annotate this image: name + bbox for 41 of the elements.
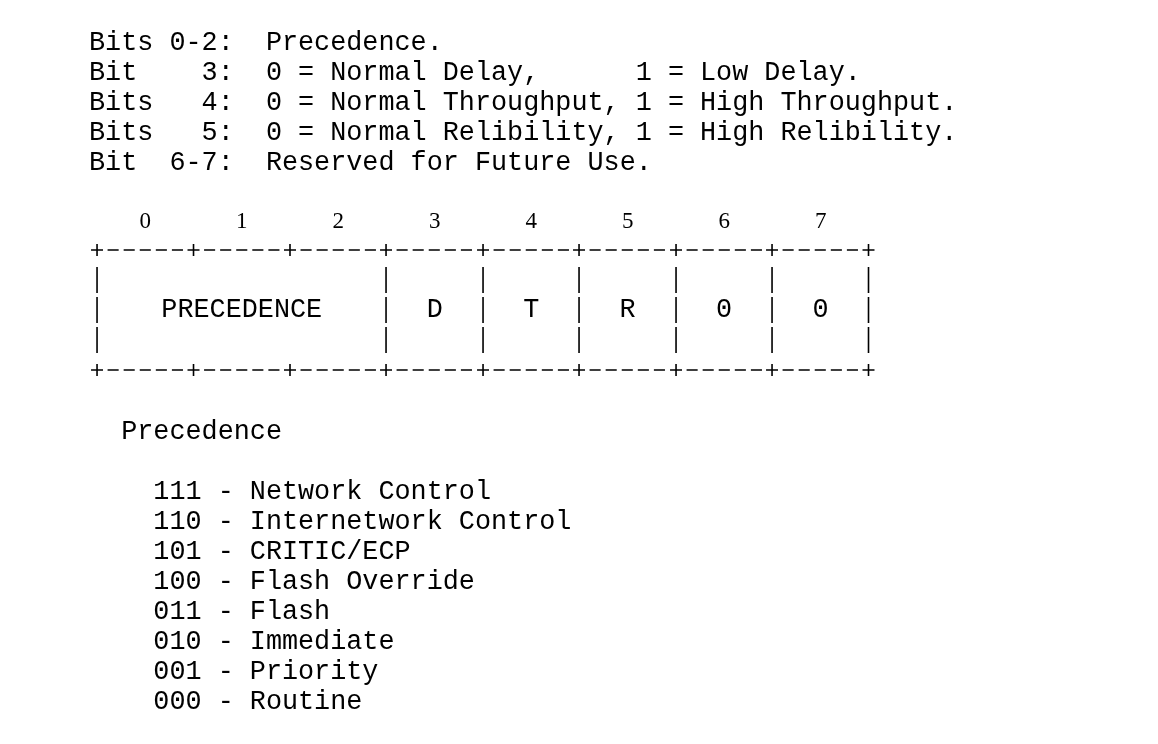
field-label: D xyxy=(426,295,443,325)
section-heading: Precedence xyxy=(121,417,282,447)
bit-range: 5: xyxy=(201,118,234,148)
bits-label: Bit xyxy=(89,148,138,178)
field-description: 0 = Normal Relibility, xyxy=(265,118,620,148)
bits-label: Bit xyxy=(89,58,138,88)
precedence-value: 100 - Flash Override xyxy=(153,567,475,597)
bit-number: 0 xyxy=(139,207,151,235)
precedence-value: 011 - Flash xyxy=(153,597,331,627)
bit-range: 3: xyxy=(201,58,234,88)
bits-label: Bits xyxy=(89,28,154,58)
precedence-value: 101 - CRITIC/ECP xyxy=(153,537,411,567)
field-description: Reserved for Future Use. xyxy=(265,148,652,178)
bit-number: 2 xyxy=(332,207,344,235)
bit-number: 4 xyxy=(525,207,537,235)
field-label: T xyxy=(523,295,540,325)
precedence-value: 010 - Immediate xyxy=(153,627,395,657)
bit-range: 4: xyxy=(201,88,234,118)
bit-number: 3 xyxy=(428,207,441,235)
field-description: Precedence. xyxy=(265,28,443,58)
bit-number: 7 xyxy=(814,207,827,235)
bits-label: Bits xyxy=(89,88,154,118)
bit-number: 5 xyxy=(621,207,634,235)
field-label: 0 xyxy=(716,295,733,325)
bit-range: 6-7: xyxy=(169,148,234,178)
precedence-value: 001 - Priority xyxy=(153,657,379,687)
field-description: 1 = High Throughput. xyxy=(635,88,958,118)
bits-label: Bits xyxy=(89,118,154,148)
precedence-value: 111 - Network Control xyxy=(153,477,491,507)
field-label: PRECEDENCE xyxy=(161,295,323,325)
field-description: 0 = Normal Throughput, xyxy=(265,88,620,118)
precedence-value: 110 - Internetwork Control xyxy=(153,507,572,537)
bit-number: 6 xyxy=(718,207,730,235)
field-description: 1 = High Relibility. xyxy=(635,118,958,148)
bit-number: 1 xyxy=(236,207,248,235)
field-description: 1 = Low Delay. xyxy=(635,58,861,88)
bit-range: 0-2: xyxy=(169,28,234,58)
field-label: 0 xyxy=(812,295,829,325)
field-label: R xyxy=(619,295,636,325)
field-description: 0 = Normal Delay, xyxy=(265,58,540,88)
precedence-value: 000 - Routine xyxy=(153,687,363,717)
